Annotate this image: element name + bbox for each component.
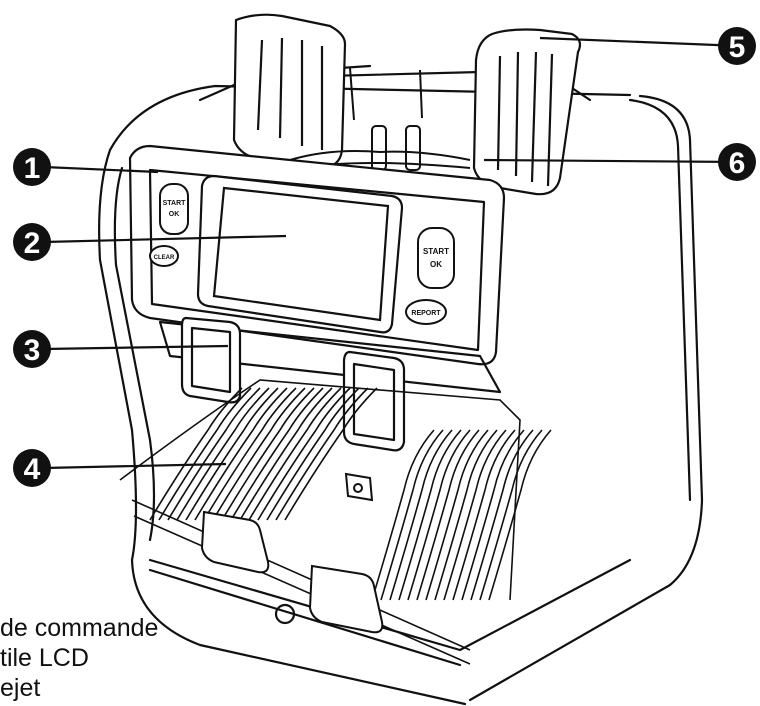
callout-number-6: 6 xyxy=(729,147,746,180)
report-button[interactable] xyxy=(405,299,447,325)
callout-marker-6: 6 xyxy=(718,143,756,181)
stacker-finger-line xyxy=(389,429,453,601)
leader-line-6 xyxy=(483,158,742,164)
leader-lines xyxy=(43,36,742,470)
hopper-guide-right xyxy=(472,28,582,196)
stacker-finger-line xyxy=(371,429,435,601)
leader-line-2 xyxy=(43,234,287,244)
clear-label: CLEAR xyxy=(154,255,175,261)
stacker-finger-line xyxy=(176,387,270,521)
callout-number-3: 3 xyxy=(24,334,41,367)
callout-number-4: 4 xyxy=(24,453,41,486)
leader-line-3 xyxy=(43,344,229,351)
stacker-finger-line xyxy=(470,429,534,601)
stacker-finger-line xyxy=(221,387,315,521)
lcd-display xyxy=(196,174,404,334)
stacker-finger-line xyxy=(266,387,360,521)
legend-line-1: de commande xyxy=(0,614,159,642)
callout-marker-2: 2 xyxy=(13,223,51,261)
legend-line-2: tile LCD xyxy=(0,644,89,672)
stacker-finger-line xyxy=(452,429,516,601)
callout-number-2: 2 xyxy=(24,227,41,260)
stacker-finger-line xyxy=(149,387,243,521)
stacker-finger-line xyxy=(407,429,471,601)
stacker-finger-line xyxy=(203,387,297,521)
callout-marker-3: 3 xyxy=(13,330,51,368)
callout-number-1: 1 xyxy=(24,152,41,185)
left-start-label: START xyxy=(163,200,187,207)
stacker-finger-line xyxy=(212,387,306,521)
stacker-finger-line xyxy=(416,429,480,601)
stacker-finger-line xyxy=(443,429,507,601)
right-start-label: START xyxy=(423,247,449,256)
callout-marker-1: 1 xyxy=(13,148,51,186)
stacker-finger-line xyxy=(434,429,498,601)
left-start-button[interactable] xyxy=(159,183,189,235)
stacker-finger-line xyxy=(461,429,525,601)
legend-line-3: ejet xyxy=(0,674,41,702)
stacker-finger-line xyxy=(380,429,444,601)
stacker-finger-line xyxy=(479,429,543,601)
stacker-finger-line xyxy=(158,387,252,521)
leader-line-1 xyxy=(43,165,159,174)
stacker-finger-line xyxy=(425,429,489,601)
bill-clamps xyxy=(200,472,384,634)
callout-marker-5: 5 xyxy=(718,27,756,65)
right-ok-label: OK xyxy=(430,260,442,269)
report-label: REPORT xyxy=(411,310,441,317)
stacker xyxy=(119,379,521,665)
stacker-finger-line xyxy=(398,429,462,601)
stacker-finger-line xyxy=(275,387,369,521)
callout-number-5: 5 xyxy=(729,31,746,64)
leader-line-4 xyxy=(43,462,227,470)
stacker-finger-line xyxy=(167,387,261,521)
stacker-finger-line xyxy=(248,387,342,521)
right-start-button[interactable] xyxy=(417,227,455,289)
stacker-finger-line xyxy=(488,429,552,601)
machine-outline xyxy=(98,64,704,706)
reject-pocket xyxy=(158,316,502,452)
leader-line-5 xyxy=(539,36,742,48)
stacker-finger-line xyxy=(257,387,351,521)
hopper-guide-left xyxy=(232,13,347,170)
callout-marker-4: 4 xyxy=(13,449,51,487)
stacker-finger-line xyxy=(185,387,279,521)
stacker-finger-line xyxy=(194,387,288,521)
stacker-finger-line xyxy=(239,387,333,521)
stacker-fingers xyxy=(149,387,552,601)
left-ok-label: OK xyxy=(169,211,180,218)
feed-rollers xyxy=(289,67,471,171)
stacker-finger-line xyxy=(230,387,324,521)
stacker-finger-line xyxy=(284,387,378,521)
panel-buttons xyxy=(149,183,455,325)
clear-button[interactable] xyxy=(149,245,179,267)
